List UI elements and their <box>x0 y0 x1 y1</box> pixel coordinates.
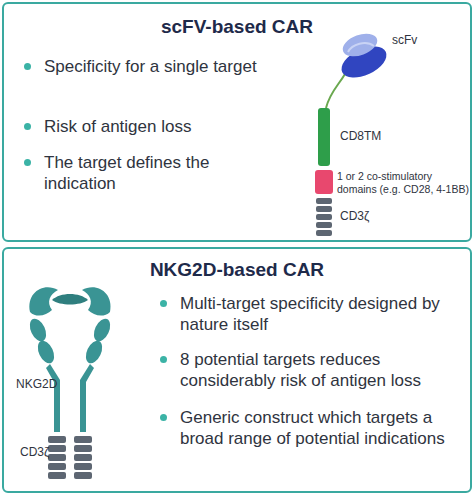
nkg2d-transmembrane <box>46 364 60 432</box>
cd3z-segment <box>74 454 92 461</box>
hinge-line <box>326 74 345 108</box>
cd3z-domain <box>48 436 92 479</box>
cd3z-segment <box>74 436 92 443</box>
component-label: CD3ζ <box>340 210 400 223</box>
nkg2d-head <box>52 294 88 305</box>
car-panel: NKG2D-based CAR Multi-target specificity … <box>2 247 472 493</box>
cd3z-segment <box>48 445 66 452</box>
cd3z-segment <box>48 472 66 479</box>
bullet-text: Generic construct which targets a broad … <box>180 407 446 449</box>
cd3z-segment <box>74 463 92 470</box>
cd3z-segment <box>316 198 332 204</box>
scfv-highlight <box>348 43 374 52</box>
cd3z-segment <box>74 445 92 452</box>
panel-title: NKG2D-based CAR <box>4 259 470 281</box>
cd3z-segment <box>316 230 332 236</box>
bullet-text: The target defines the indication <box>44 152 259 194</box>
nkg2d-stalk <box>27 316 50 344</box>
transmembrane-domain <box>318 108 330 166</box>
cd3z-segment <box>48 454 66 461</box>
cd3z-segment <box>74 472 92 479</box>
component-label: CD3ζ <box>20 446 60 459</box>
bullet-text: Multi-target specificity designed by nat… <box>180 293 446 335</box>
nkg2d-head <box>29 287 58 315</box>
cd3z-segment <box>316 206 332 212</box>
bullet-text: Risk of antigen loss <box>44 116 259 137</box>
nkg2d-transmembrane <box>80 364 94 432</box>
cd3z-segment <box>316 214 332 220</box>
component-label: CD8TM <box>340 130 420 143</box>
bullet-text: 8 potential targets reduces considerably… <box>180 349 446 391</box>
component-label: 1 or 2 co-stimulatory domains (e.g. CD28… <box>337 170 472 196</box>
bullet-text: Specificity for a single target <box>44 56 259 77</box>
cd3z-segment <box>48 436 66 443</box>
scfv-domain <box>340 29 381 60</box>
nkg2d-stalk <box>91 316 114 344</box>
nkg2d-stalk <box>83 338 106 366</box>
nkg2d-head <box>82 287 111 315</box>
cd3z-segment <box>48 463 66 470</box>
component-label: NKG2D <box>16 378 76 391</box>
component-label: scFv <box>392 34 452 47</box>
costimulatory-domain <box>315 170 333 194</box>
cd3z-segment <box>316 222 332 228</box>
nkg2d-stalk <box>35 338 58 366</box>
cd3z-domain <box>316 198 332 236</box>
